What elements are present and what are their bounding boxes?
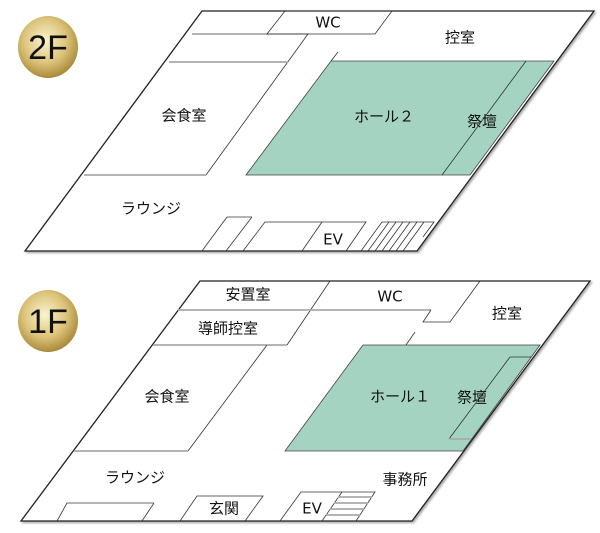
floor-badge-label: 1F xyxy=(28,303,68,341)
room-label-hikae: 控室 xyxy=(492,305,522,323)
room-label-kaishoku: 会食室 xyxy=(161,107,206,125)
room-label-lounge: ラウンジ xyxy=(105,469,165,487)
room-label-hall: ホール１ xyxy=(370,388,430,406)
room-label-ev: EV xyxy=(302,500,322,518)
hall-1[interactable] xyxy=(284,344,541,452)
wc-room xyxy=(266,10,393,35)
stairs xyxy=(321,491,372,522)
room-label-anchi: 安置室 xyxy=(225,286,270,304)
entrance xyxy=(179,495,264,522)
room-label-saidan: 祭壇 xyxy=(467,113,497,131)
stairs xyxy=(360,221,425,252)
floor-2f: 2F WC 控室 会食室 ホール２ 祭壇 ラウンジ EV xyxy=(18,10,596,252)
room-label-wc: WC xyxy=(315,14,340,32)
floor-outline xyxy=(19,280,592,522)
room-label-wc: WC xyxy=(377,288,402,306)
floor-badge-1f: 1F xyxy=(18,290,78,352)
room-label-saidan: 祭壇 xyxy=(457,389,487,407)
altar-divider xyxy=(441,60,527,176)
room-label-kaishoku: 会食室 xyxy=(144,388,189,406)
floor-1f: 1F 安置室 WC 控室 導師控室 会食室 ホール１ 祭壇 ラウンジ xyxy=(18,280,592,522)
room-label-jimusho: 事務所 xyxy=(382,471,427,489)
room-label-hikae: 控室 xyxy=(445,29,475,47)
room-label-ev: EV xyxy=(323,231,343,249)
room-label-hall: ホール２ xyxy=(354,108,414,126)
room-label-doshi: 導師控室 xyxy=(198,320,258,338)
floor-badge-2f: 2F xyxy=(18,16,78,78)
room-label-genkan: 玄関 xyxy=(209,500,239,518)
hall-2[interactable] xyxy=(245,60,555,176)
room-label-lounge: ラウンジ xyxy=(121,200,181,218)
floor-badge-label: 2F xyxy=(28,29,68,67)
